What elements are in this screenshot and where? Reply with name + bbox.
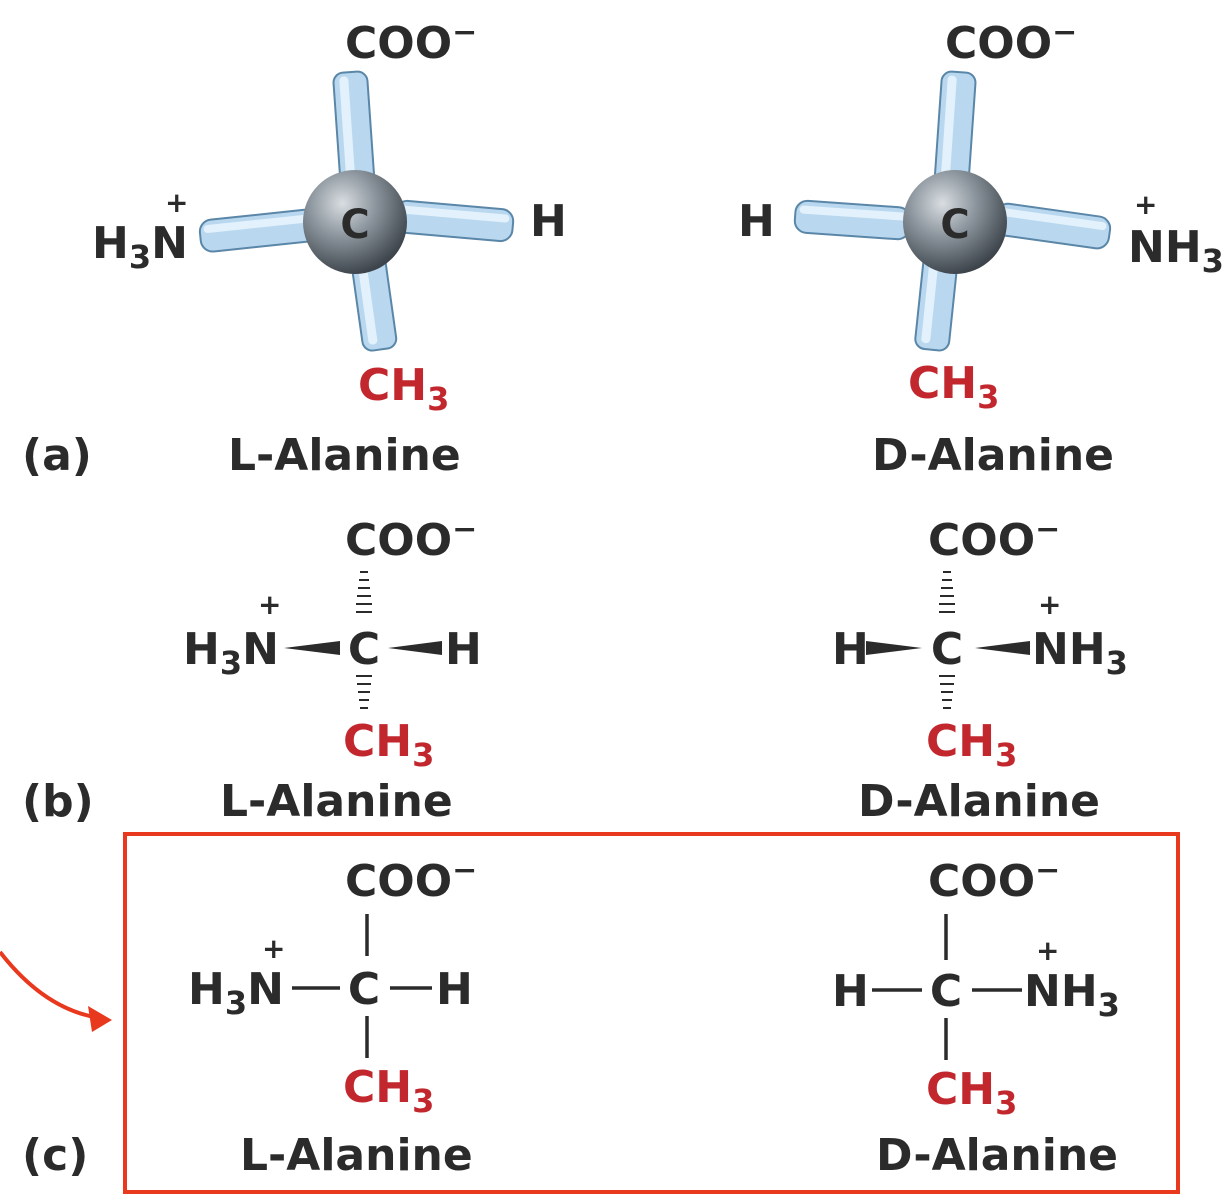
d-alanine-name: D-Alanine (872, 430, 1114, 481)
d-alanine-name: D-Alanine (876, 1130, 1118, 1181)
amino-charge: + (1038, 588, 1061, 621)
carboxylate-charge: − (452, 512, 477, 547)
hydrogen-label: H (738, 196, 775, 247)
d-alanine-3d-labels: COO− H NH3 + CH3 D-Alanine (738, 15, 1224, 481)
svg-text:COO−: COO− (345, 15, 477, 69)
panel-label-c: (c) (22, 1130, 88, 1181)
hashed-bond-top (356, 571, 372, 613)
carboxylate-label: COO (345, 856, 452, 907)
carboxylate-charge: − (1052, 15, 1077, 50)
svg-text:COO−: COO− (345, 853, 477, 907)
panel-c: COO− H3N + C H CH3 L-Alanine COO− H C NH… (0, 832, 1180, 1194)
carboxylate-label: COO (345, 515, 452, 566)
amino-charge: + (165, 186, 188, 219)
wedge-bond-right (388, 641, 442, 655)
rod-top (933, 70, 977, 194)
methyl-label: CH3 (343, 716, 434, 774)
wedge-bond-left (866, 641, 922, 655)
panel-label-a: (a) (22, 430, 92, 481)
hashed-bond-bottom (939, 675, 955, 709)
rod-right (393, 199, 515, 243)
l-alanine-name: L-Alanine (220, 776, 453, 827)
carbon-label: C (348, 624, 380, 675)
l-alanine-ball-stick-model: C (198, 70, 515, 352)
carbon-label: C (940, 202, 969, 248)
wedge-bond-left (284, 641, 340, 655)
carboxylate-label: COO (945, 18, 1052, 69)
methyl-label: CH3 (358, 360, 449, 418)
amino-charge: + (1134, 188, 1157, 221)
hydrogen-label: H (436, 964, 473, 1015)
carboxylate-charge: − (1035, 512, 1060, 547)
d-alanine-fischer: COO− H C NH3 + CH3 D-Alanine (832, 853, 1120, 1181)
hydrogen-label: H (832, 966, 869, 1017)
hashed-bond-top (939, 571, 955, 613)
methyl-label: CH3 (908, 358, 999, 416)
carbon-label: C (931, 624, 963, 675)
carboxylate-label: COO (345, 18, 452, 69)
panel-b: COO− H3N + C H CH3 (22, 512, 1128, 827)
l-alanine-wedge-dash: COO− H3N + C H CH3 (183, 512, 482, 827)
carbon-label: C (348, 964, 380, 1015)
d-alanine-ball-stick-model: C (793, 70, 1112, 352)
d-alanine-name: D-Alanine (858, 776, 1100, 827)
amino-label: H3N (92, 218, 188, 276)
panel-label-b: (b) (22, 776, 94, 827)
amino-label: NH3 (1032, 624, 1128, 682)
carboxylate-charge: − (452, 15, 477, 50)
amino-charge: + (258, 588, 281, 621)
l-alanine-name: L-Alanine (228, 430, 461, 481)
rod-left (793, 199, 912, 241)
wedge-bond-right (975, 641, 1030, 655)
amino-charge: + (1036, 934, 1059, 967)
carboxylate-label: COO (928, 856, 1035, 907)
panel-a: C COO− H3N + H CH3 L-Alanine (22, 15, 1224, 481)
carboxylate-label: COO (928, 515, 1035, 566)
hydrogen-label: H (530, 196, 567, 247)
carboxylate-charge: − (1035, 853, 1060, 888)
carbon-label: C (930, 966, 962, 1017)
d-alanine-wedge-dash: COO− H C NH3 + CH3 D-Al (832, 512, 1128, 827)
hydrogen-label: H (832, 624, 869, 675)
l-alanine-fischer: COO− H3N + C H CH3 L-Alanine (188, 853, 477, 1181)
carbon-label: C (340, 202, 369, 248)
svg-text:COO−: COO− (928, 512, 1060, 566)
amino-label: NH3 (1128, 222, 1224, 280)
amino-label: H3N (188, 964, 284, 1022)
amino-charge: + (262, 932, 285, 965)
rod-top (332, 70, 376, 194)
carbon-atom-ball (303, 170, 407, 274)
highlight-box (123, 832, 1180, 1194)
amino-label: NH3 (1024, 966, 1120, 1024)
hashed-bond-bottom (356, 675, 372, 709)
methyl-label: CH3 (343, 1062, 434, 1120)
l-alanine-name: L-Alanine (240, 1130, 473, 1181)
methyl-label: CH3 (926, 1064, 1017, 1122)
amino-label: H3N (183, 624, 279, 682)
rod-right (993, 202, 1112, 250)
hydrogen-label: H (445, 624, 482, 675)
svg-text:COO−: COO− (345, 512, 477, 566)
pointer-arrow (0, 950, 112, 1032)
l-alanine-3d-labels: COO− H3N + H CH3 L-Alanine (92, 15, 567, 481)
carbon-atom-ball (903, 170, 1007, 274)
svg-text:COO−: COO− (945, 15, 1077, 69)
carboxylate-charge: − (452, 853, 477, 888)
svg-text:COO−: COO− (928, 853, 1060, 907)
methyl-label: CH3 (926, 716, 1017, 774)
